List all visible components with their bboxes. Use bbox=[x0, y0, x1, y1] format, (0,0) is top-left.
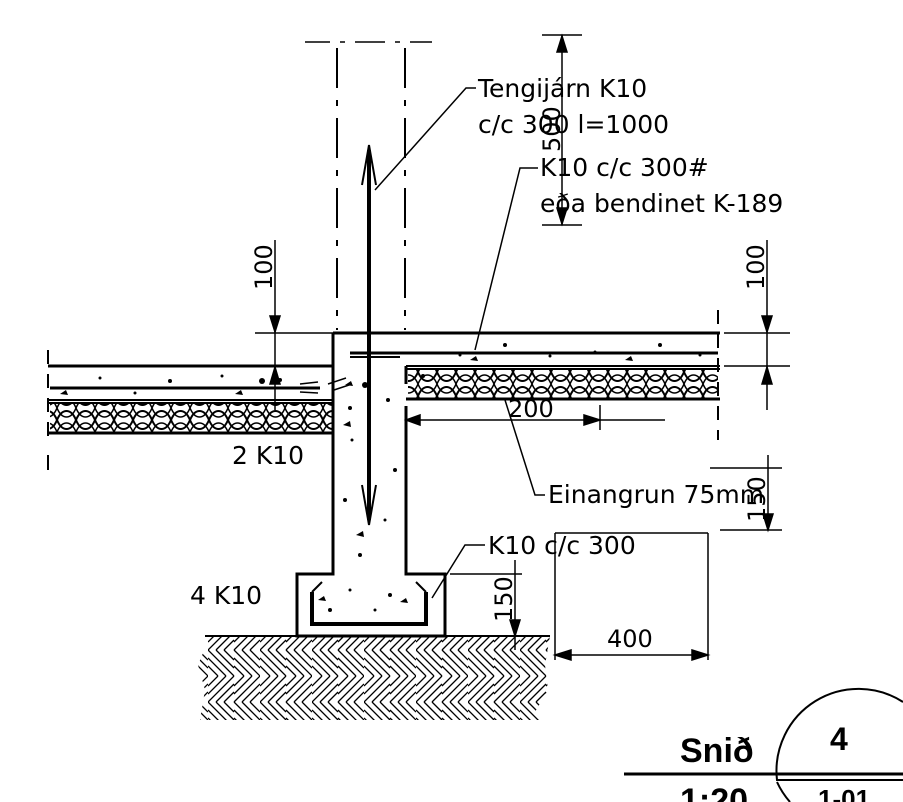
label-k10-mesh-1: K10 c/c 300# bbox=[540, 153, 709, 182]
label-einangrun: Einangrun 75mm bbox=[548, 480, 764, 509]
label-2k10: 2 K10 bbox=[232, 441, 304, 470]
dim-text-500: 500 bbox=[538, 106, 566, 152]
dim-footing-150 bbox=[450, 560, 522, 650]
label-k10-mesh-2: eða bendinet K-189 bbox=[540, 189, 783, 218]
left-floor-slab bbox=[47, 350, 333, 470]
dim-text-footing-150: 150 bbox=[490, 576, 518, 622]
right-floor-slab bbox=[333, 310, 720, 440]
title-snid: Snið bbox=[680, 732, 754, 770]
footing-stirrup bbox=[310, 581, 428, 626]
title-scale: 1:20 bbox=[680, 782, 748, 802]
wall-above-dashed bbox=[336, 48, 406, 330]
dim-text-right-100: 100 bbox=[742, 244, 770, 290]
dim-text-400: 400 bbox=[607, 625, 653, 653]
label-tengijarn-1: Tengijárn K10 bbox=[477, 74, 647, 103]
label-k10-stirrup: K10 c/c 300 bbox=[488, 531, 636, 560]
dim-text-step-150: 150 bbox=[743, 476, 771, 522]
dim-200 bbox=[403, 405, 665, 430]
concrete-aggregate bbox=[60, 343, 702, 612]
dim-text-left-100: 100 bbox=[250, 244, 278, 290]
dim-text-200: 200 bbox=[508, 395, 554, 423]
label-4k10: 4 K10 bbox=[190, 581, 262, 610]
detail-number: 4 bbox=[830, 721, 848, 757]
dim-step-150 bbox=[710, 455, 782, 533]
soil-hatch bbox=[198, 635, 550, 720]
dim-left-100 bbox=[255, 240, 333, 410]
dim-500 bbox=[542, 33, 582, 227]
leader-lines bbox=[374, 87, 545, 599]
dim-right-100 bbox=[724, 240, 790, 410]
dim-400 bbox=[552, 532, 711, 662]
tie-bar-vertical bbox=[327, 144, 377, 526]
label-tengijarn-2: c/c 300 l=1000 bbox=[478, 110, 669, 139]
sheet-number: 1-01 bbox=[818, 784, 870, 802]
